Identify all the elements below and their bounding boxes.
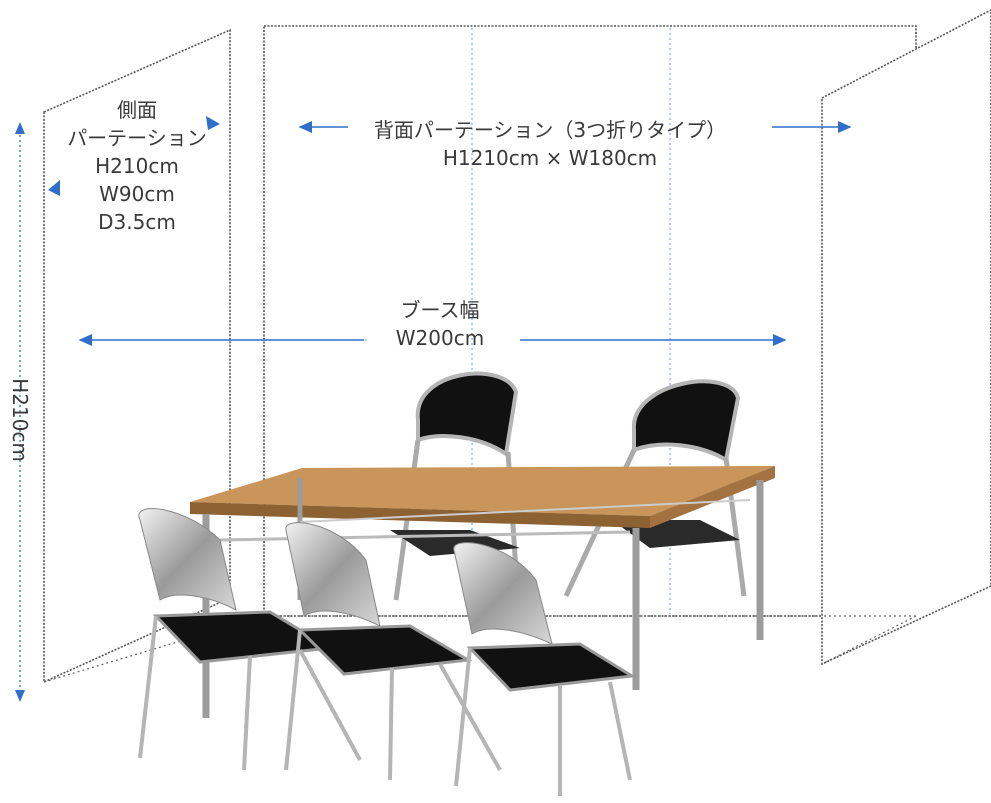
side-partition-label: 側面 パーテーション H210cm W90cm D3.5cm <box>62 96 212 236</box>
back-partition-title: 背面パーテーション（3つ折りタイプ） <box>373 118 727 142</box>
height-arrow-top <box>15 122 25 134</box>
chair-front-right <box>453 542 637 796</box>
chair-front-left <box>138 508 362 771</box>
chair-back-right <box>563 379 747 598</box>
booth-width-value: W200cm <box>395 326 485 350</box>
side-partition-name: パーテーション <box>67 126 207 150</box>
chair-front-middle <box>284 522 502 781</box>
right-side-partition <box>821 9 991 666</box>
side-partition-title: 側面 <box>117 98 157 122</box>
side-partition-width: W90cm <box>99 182 175 206</box>
booth-width-label: ブース幅 W200cm <box>360 296 520 352</box>
side-partition-height: H210cm <box>95 154 179 178</box>
side-partition-depth: D3.5cm <box>98 210 176 234</box>
back-partition-label: 背面パーテーション（3つ折りタイプ） H1210cm × W180cm <box>340 116 760 172</box>
side-width-arrow-right <box>206 116 220 130</box>
booth-width-title: ブース幅 <box>400 298 480 322</box>
back-partition-size: H1210cm × W180cm <box>442 146 658 170</box>
height-label: H210cm <box>8 378 32 462</box>
side-width-arrow-left <box>48 180 60 196</box>
height-arrow-bottom <box>15 690 25 702</box>
